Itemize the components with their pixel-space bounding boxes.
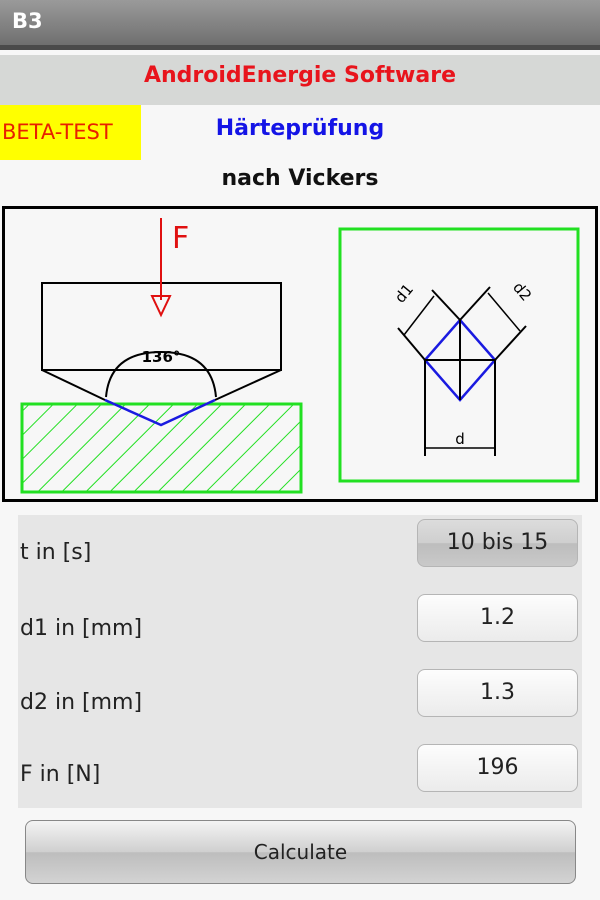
d2-label-field: d2 in [mm] xyxy=(20,690,143,715)
diagram-line xyxy=(150,295,172,318)
t-label: t in [s] xyxy=(20,540,92,565)
indentation xyxy=(104,398,216,427)
diagram-line xyxy=(494,325,527,361)
page-subtitle: nach Vickers xyxy=(221,166,379,191)
brand-banner: AndroidEnergie Software xyxy=(0,55,600,105)
diagram-line xyxy=(459,286,491,321)
vickers-diagram: 136° F d d1 d2 xyxy=(2,206,598,502)
angle-label: 136° xyxy=(142,348,181,366)
force-label: F xyxy=(172,221,189,256)
page-title: Härteprüfung xyxy=(215,116,385,141)
diagram-line xyxy=(214,369,282,401)
d2-label: d2 xyxy=(509,278,535,304)
angle-arc xyxy=(105,350,217,398)
vickers-svg: 136° F d d1 d2 xyxy=(20,218,580,494)
diagram-line xyxy=(431,289,461,321)
diagram-line xyxy=(487,292,521,332)
window-title: B3 xyxy=(12,9,43,33)
t-spinner[interactable]: 10 bis 15 xyxy=(417,519,578,567)
d2-input[interactable]: 1.3 xyxy=(417,669,578,717)
top-view-frame xyxy=(338,227,580,483)
f-label: F in [N] xyxy=(20,762,101,787)
specimen xyxy=(20,402,303,494)
f-input[interactable]: 196 xyxy=(417,744,578,792)
d1-input[interactable]: 1.2 xyxy=(417,594,578,642)
diagram-line xyxy=(403,295,435,336)
diagram-line xyxy=(41,369,106,401)
d1-label: d1 xyxy=(391,280,417,306)
beta-badge: BETA-TEST xyxy=(0,105,141,160)
d1-label-field: d1 in [mm] xyxy=(20,616,143,641)
calculate-button[interactable]: Calculate xyxy=(25,820,576,884)
d-label: d xyxy=(455,430,465,448)
title-bar: B3 xyxy=(0,0,600,50)
diagram-line xyxy=(397,327,426,361)
